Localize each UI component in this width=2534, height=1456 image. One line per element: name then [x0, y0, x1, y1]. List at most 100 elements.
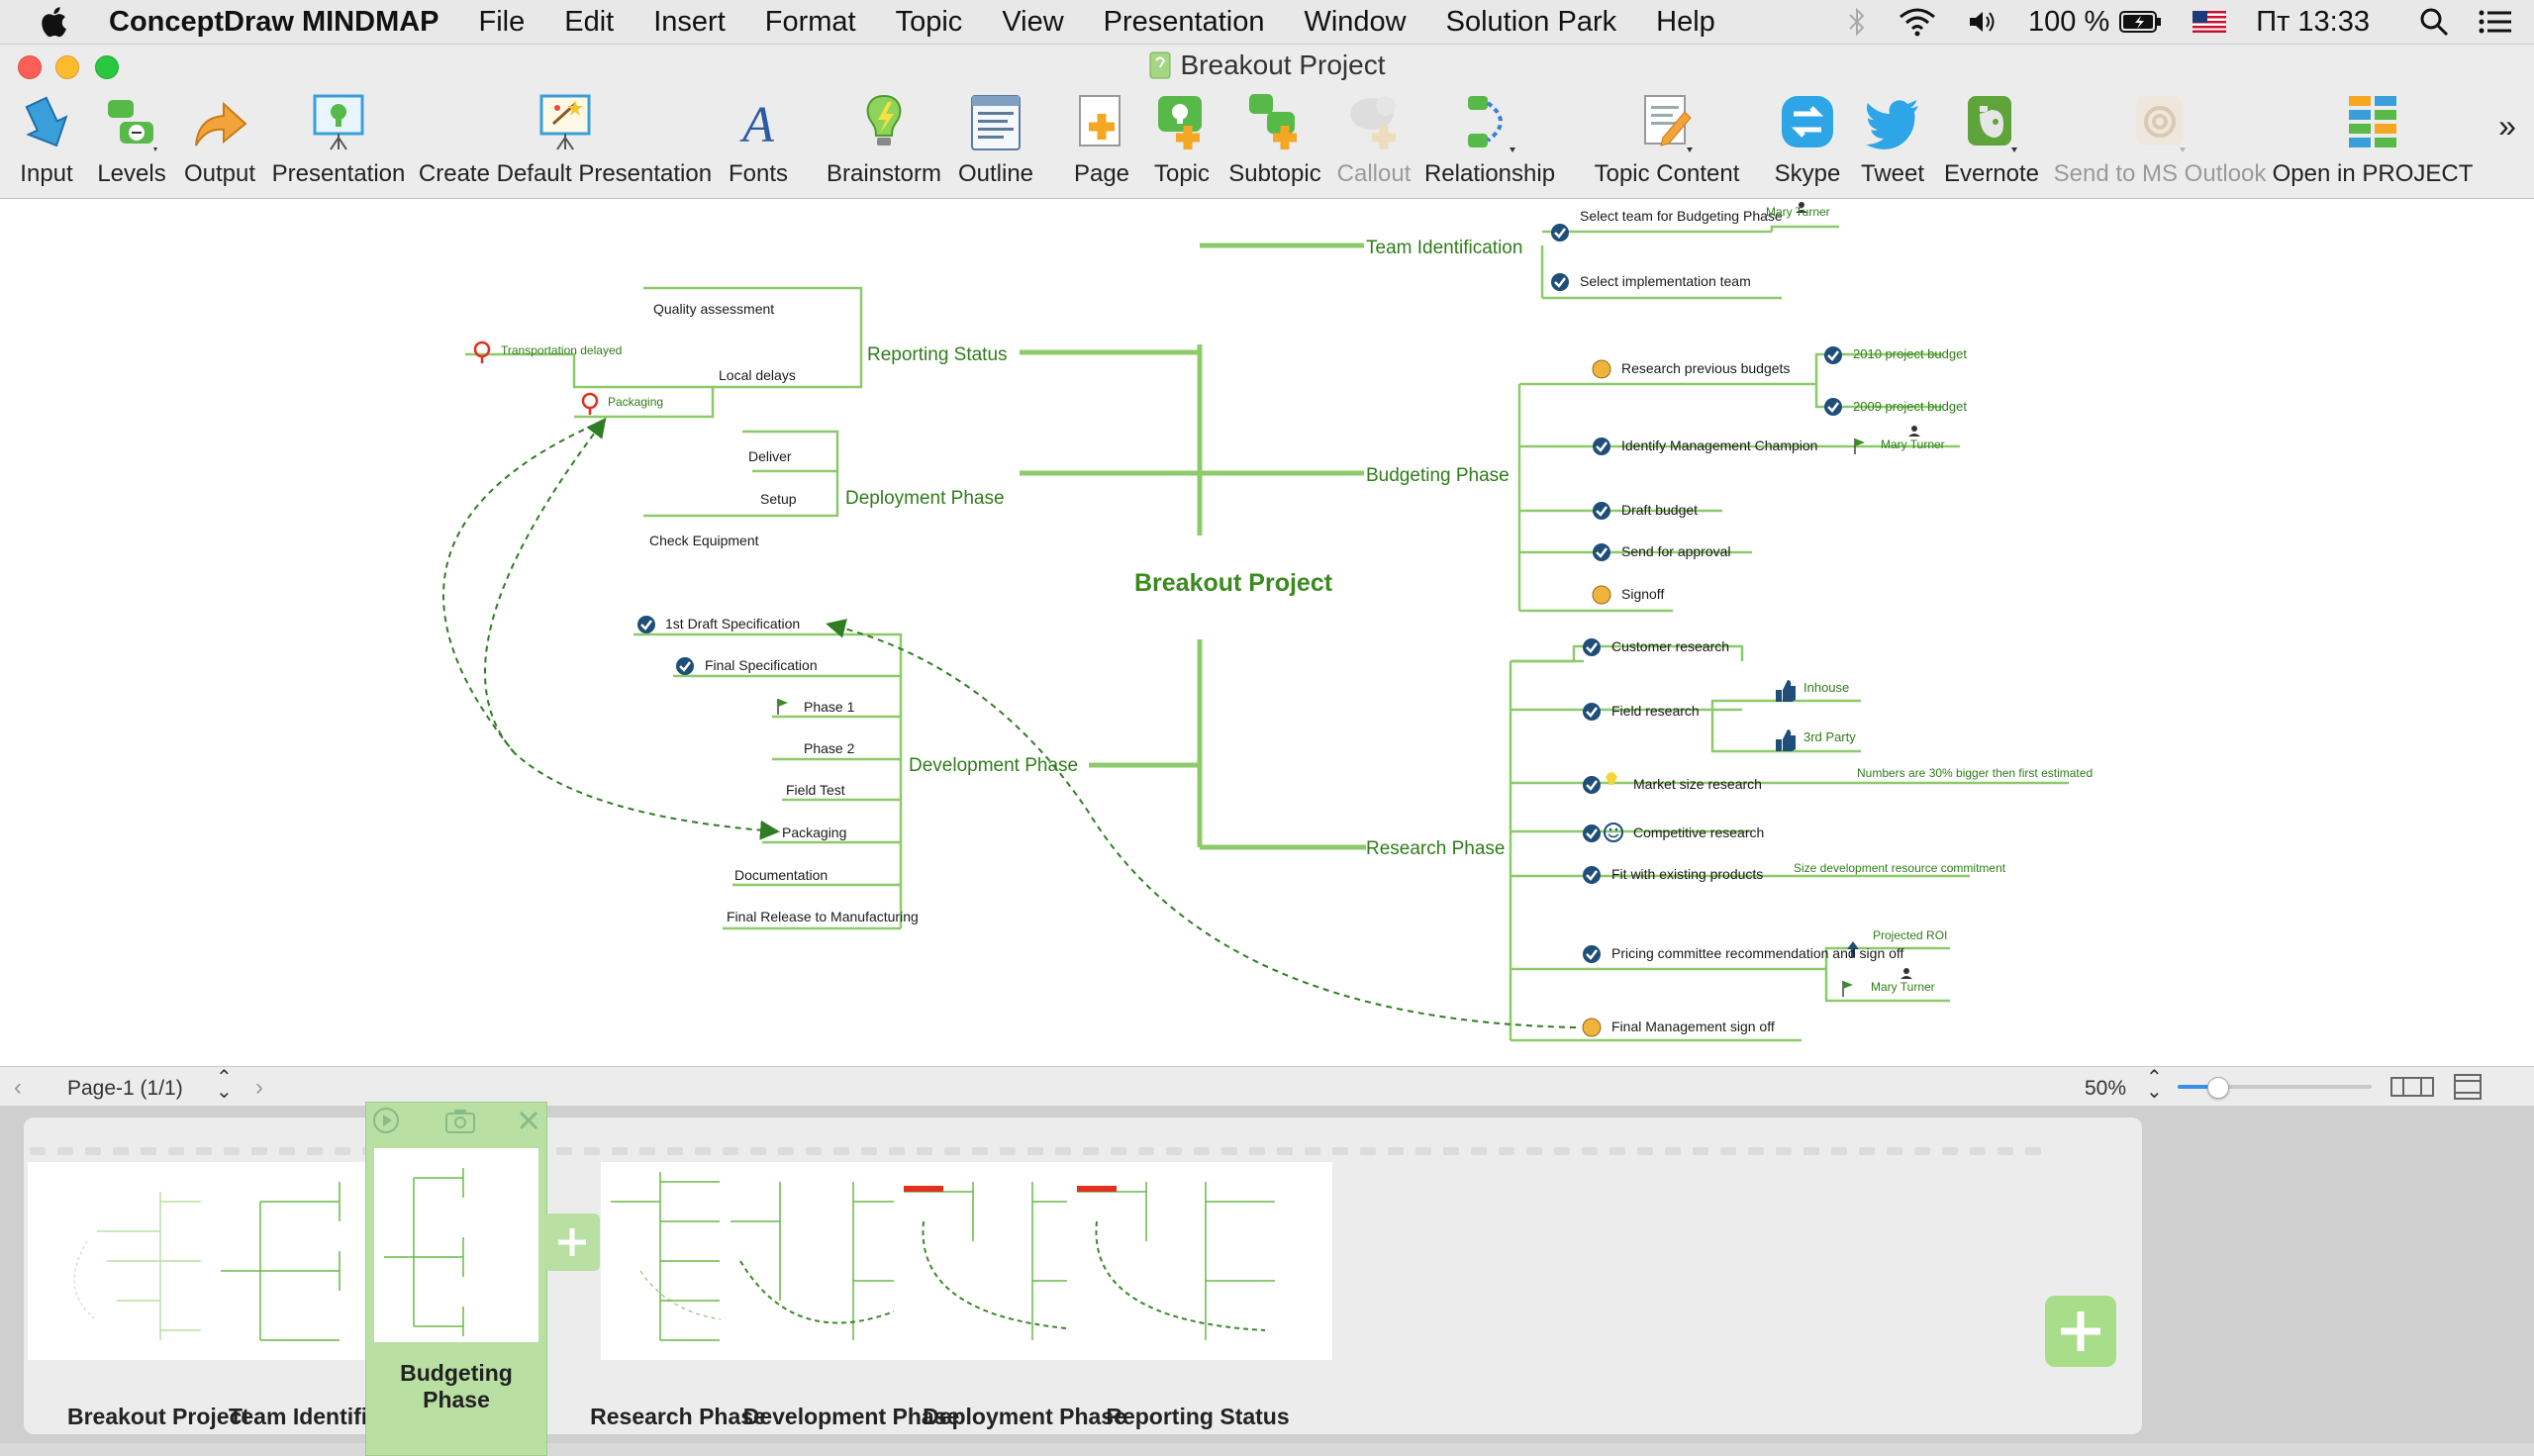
leaf-text[interactable]: Transportation delayed [501, 343, 622, 357]
leaf-text[interactable]: Local delays [719, 367, 796, 383]
slide-thumbnail[interactable]: Breakout Project [24, 1162, 293, 1439]
leaf-text[interactable]: 2010 project budget [1853, 346, 1967, 361]
leaf-text[interactable]: Packaging [782, 825, 846, 840]
slide-thumbnail[interactable]: Reporting Status [1063, 1162, 1332, 1439]
leaf-text[interactable]: 3rd Party [1803, 729, 1856, 744]
menu-view[interactable]: View [1002, 5, 1064, 38]
volume-icon[interactable] [1967, 7, 1998, 37]
relationship-button[interactable]: Relationship [1417, 86, 1562, 198]
leaf-text[interactable]: Deliver [748, 448, 792, 464]
topic-button[interactable]: Topic [1144, 86, 1219, 198]
slide-view-icon[interactable] [2453, 1073, 2483, 1101]
brainstorm-button[interactable]: Brainstorm [818, 86, 950, 198]
close-window-button[interactable] [18, 55, 42, 79]
leaf-text[interactable]: Phase 1 [804, 699, 855, 715]
zoom-slider-knob[interactable] [2207, 1077, 2229, 1099]
leaf-text[interactable]: Market size research [1633, 776, 1762, 792]
outline-button[interactable]: Outline [950, 86, 1041, 198]
topic-development-phase[interactable]: Development Phase [909, 755, 1078, 776]
leaf-text[interactable]: Check Equipment [649, 533, 759, 548]
evernote-button[interactable]: Evernote [1936, 86, 2047, 198]
apple-icon[interactable] [38, 4, 73, 40]
leaf-text[interactable]: Customer research [1611, 638, 1729, 654]
callout-button[interactable]: Callout [1330, 86, 1417, 198]
insert-slide-plus-icon[interactable] [543, 1213, 601, 1272]
topic-budgeting-phase[interactable]: Budgeting Phase [1366, 465, 1510, 486]
minimize-window-button[interactable] [55, 55, 79, 79]
us-flag-icon[interactable] [2193, 11, 2227, 33]
leaf-text[interactable]: Identify Management Champion [1621, 437, 1817, 453]
leaf-text[interactable]: Select implementation team [1580, 273, 1751, 289]
topic-deployment-phase[interactable]: Deployment Phase [845, 488, 1005, 509]
zoom-stepper-icon[interactable]: ⌃⌄ [2146, 1067, 2163, 1103]
open-in-project-button[interactable]: Open in PROJECT [2271, 86, 2475, 198]
menu-topic[interactable]: Topic [895, 5, 963, 38]
leaf-text[interactable]: Final Specification [705, 657, 818, 673]
topic-reporting-status[interactable]: Reporting Status [867, 344, 1008, 365]
create-default-presentation-button[interactable]: Create Default Presentation [412, 86, 719, 198]
leaf-text[interactable]: Field research [1611, 703, 1700, 719]
leaf-text[interactable]: Fit with existing products [1611, 866, 1763, 882]
notification-center-icon[interactable] [2479, 8, 2512, 36]
menu-edit[interactable]: Edit [564, 5, 615, 38]
menu-solution-park[interactable]: Solution Park [1445, 5, 1617, 38]
assignee-text[interactable]: Mary Turner [1871, 980, 1935, 994]
fonts-button[interactable]: A Fonts [719, 86, 798, 198]
menu-insert[interactable]: Insert [653, 5, 726, 38]
mindmap-canvas[interactable]: Breakout Project Team Identification Bud… [0, 199, 2534, 1066]
battery-icon[interactable] [2119, 9, 2163, 35]
leaf-text[interactable]: Final Release to Manufacturing [727, 909, 919, 924]
topic-content-button[interactable]: Topic Content [1580, 86, 1754, 198]
app-menu[interactable]: ConceptDraw MINDMAP [109, 5, 439, 38]
fit-width-icon[interactable] [2389, 1075, 2435, 1099]
leaf-text[interactable]: Research previous budgets [1621, 360, 1790, 376]
zoom-window-button[interactable] [95, 55, 119, 79]
leaf-text[interactable]: Inhouse [1803, 680, 1849, 695]
leaf-text[interactable]: Competitive research [1633, 825, 1764, 840]
leaf-text[interactable]: Projected ROI [1873, 928, 1947, 942]
close-icon[interactable] [517, 1109, 540, 1132]
leaf-text[interactable]: Signoff [1621, 586, 1664, 602]
assignee-text[interactable]: Mary Turner [1766, 205, 1830, 219]
leaf-text[interactable]: Final Management sign off [1611, 1019, 1775, 1034]
leaf-text[interactable]: Send for approval [1621, 543, 1731, 559]
relationship-line[interactable] [826, 619, 1577, 1028]
relationship-line[interactable] [442, 420, 780, 840]
menu-presentation[interactable]: Presentation [1103, 5, 1265, 38]
tweet-button[interactable]: Tweet [1849, 86, 1936, 198]
leaf-text[interactable]: Draft budget [1621, 502, 1698, 518]
menu-help[interactable]: Help [1656, 5, 1715, 38]
leaf-text[interactable]: Quality assessment [653, 301, 774, 317]
subtopic-button[interactable]: Subtopic [1219, 86, 1330, 198]
page-button[interactable]: Page [1059, 86, 1144, 198]
toolbar-overflow-button[interactable]: » [2498, 108, 2516, 144]
leaf-text[interactable]: Pricing committee recommendation and sig… [1611, 945, 1904, 961]
menu-clock[interactable]: Пт 13:33 [2256, 5, 2370, 38]
menu-format[interactable]: Format [764, 5, 856, 38]
leaf-text[interactable]: Field Test [786, 782, 845, 798]
slide-thumbnail-selected[interactable]: Budgeting Phase [365, 1102, 547, 1456]
menu-file[interactable]: File [478, 5, 526, 38]
play-icon[interactable] [372, 1107, 400, 1134]
page-stepper-icon[interactable]: ⌃⌄ [216, 1067, 233, 1103]
leaf-text[interactable]: Setup [760, 491, 797, 507]
bluetooth-icon[interactable] [1846, 7, 1868, 37]
spotlight-search-icon[interactable] [2419, 7, 2449, 37]
relationship-line[interactable] [484, 417, 607, 754]
leaf-text[interactable]: Select team for Budgeting Phase [1580, 208, 1783, 224]
note-text[interactable]: Size development resource commitment [1794, 861, 2006, 875]
wifi-icon[interactable] [1898, 7, 1937, 37]
previous-page-icon[interactable]: ‹ [14, 1074, 22, 1101]
zoom-slider[interactable] [2178, 1077, 2372, 1099]
leaf-text[interactable]: Documentation [734, 867, 828, 883]
add-slide-button[interactable] [2043, 1294, 2118, 1369]
camera-icon[interactable] [443, 1107, 477, 1134]
presentation-button[interactable]: Presentation [265, 86, 412, 198]
note-text[interactable]: Numbers are 30% bigger then first estima… [1857, 766, 2093, 780]
send-to-outlook-button[interactable]: Send to MS Outlook [2049, 86, 2271, 198]
next-page-icon[interactable]: › [255, 1074, 263, 1101]
leaf-text[interactable]: Packaging [608, 395, 663, 409]
leaf-text[interactable]: Phase 2 [804, 740, 855, 756]
leaf-text[interactable]: 2009 project budget [1853, 399, 1967, 414]
skype-button[interactable]: Skype [1766, 86, 1849, 198]
